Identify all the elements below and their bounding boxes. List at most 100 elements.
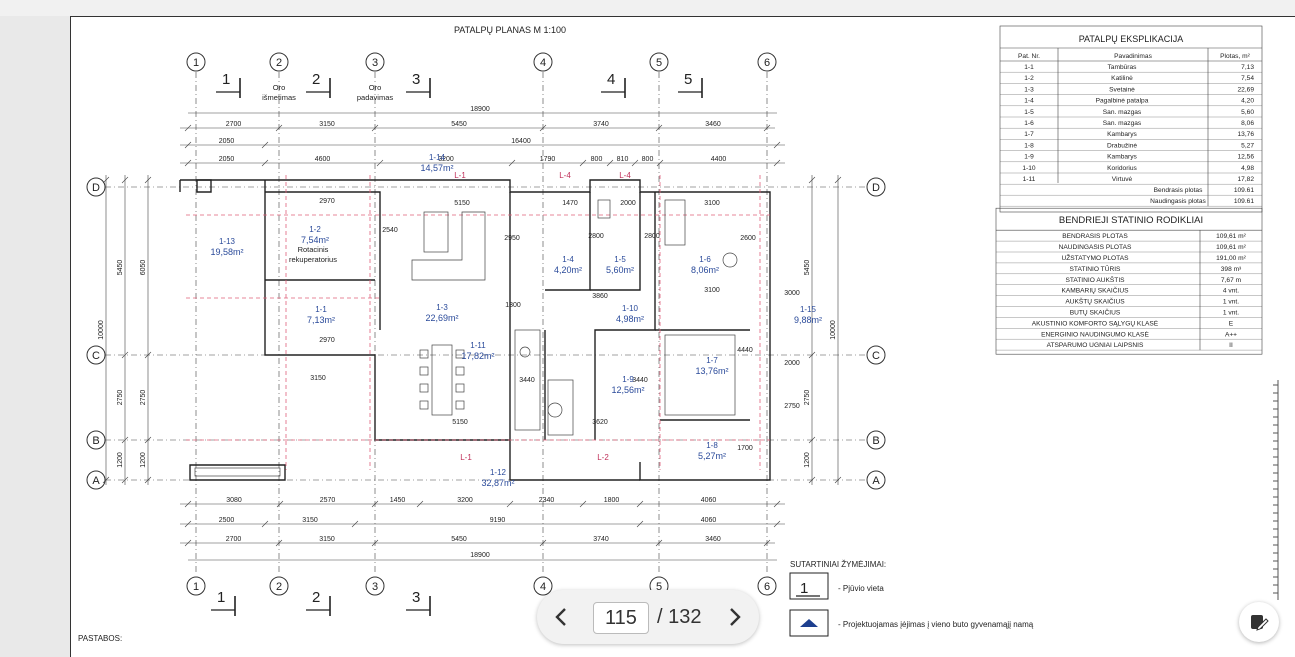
bottom-dim-row3-tick xyxy=(539,539,547,547)
axis-bubble-right xyxy=(866,470,886,490)
top-dim-row3-tick xyxy=(773,159,781,167)
indicator-value: 4 vnt. xyxy=(1223,288,1239,295)
left-dim-a-tick xyxy=(121,476,129,484)
top-dim-row3-value: 800 xyxy=(591,156,603,163)
explication-cell-area: 4,98 xyxy=(1241,165,1254,172)
axis-bubble-right xyxy=(866,345,886,365)
axis-bubble-bottom xyxy=(533,576,553,596)
bottom-dim-row2-value: 4060 xyxy=(701,517,717,524)
section-mark-label: 4 xyxy=(607,71,615,88)
chair xyxy=(455,400,465,410)
inner-dimension: 2540 xyxy=(382,227,398,234)
room-number-1-6: 1-6 xyxy=(699,255,711,264)
section-mark-label: 3 xyxy=(412,589,420,606)
inner-dimension: 2950 xyxy=(504,235,520,242)
left-dim-b-value: 2750 xyxy=(140,390,147,406)
room-number-1-9: 1-9 xyxy=(622,375,634,384)
oro-ismetimas-label: Oro xyxy=(273,83,286,92)
room-area-1-13: 19,58m² xyxy=(210,247,243,257)
explication-cell-area: 5,60 xyxy=(1241,109,1254,116)
drawing-sheet xyxy=(70,16,1295,657)
explication-cell-number: 1-1 xyxy=(1024,64,1034,71)
window-tag: L-4 xyxy=(559,171,571,180)
room-number-1-2: 1-2 xyxy=(309,225,321,234)
inner-dimension: 3100 xyxy=(704,287,720,294)
right-dim-a-tick xyxy=(808,476,816,484)
axis-label-right: D xyxy=(872,182,880,194)
next-page-button[interactable] xyxy=(715,598,753,636)
bottom-dim-row1-tick xyxy=(636,500,644,508)
left-dim-b-value: 6050 xyxy=(140,260,147,276)
explication-cell-name: Kambarys xyxy=(1107,154,1137,161)
notes-heading: PASTABOS: xyxy=(78,634,122,643)
explication-cell-area: 22,69 xyxy=(1237,86,1254,93)
axis-label-top: 1 xyxy=(193,57,199,69)
window-tag: L-2 xyxy=(597,453,609,462)
top-dim-row2-value: 2050 xyxy=(219,138,235,145)
indicator-value: II xyxy=(1229,342,1233,349)
legend-title: SUTARTINIAI ŽYMĖJIMAI: xyxy=(790,560,886,569)
top-dim-row1-value: 5450 xyxy=(451,121,467,128)
section-mark-label: 1 xyxy=(222,71,230,88)
top-dim-row3-value: 1790 xyxy=(540,156,556,163)
bottom-dim-row2-tick xyxy=(351,520,359,528)
top-dim-row3-value: 810 xyxy=(617,156,629,163)
wall xyxy=(265,191,381,330)
legend-item-label: - Projektuojamas įėjimas į vieno buto gy… xyxy=(838,620,1034,629)
inner-dimension: 1470 xyxy=(562,200,578,207)
right-dim-total-value: 10000 xyxy=(830,320,837,340)
axis-bubble-bottom xyxy=(757,576,777,596)
left-dim-total-tick xyxy=(102,176,110,184)
room-area-1-9: 12,56m² xyxy=(611,385,644,395)
bottom-dim-row1-tick xyxy=(371,500,379,508)
right-dim-a-value: 5450 xyxy=(804,260,811,276)
axis-label-top: 4 xyxy=(540,57,546,69)
left-dim-a-tick xyxy=(121,436,129,444)
axis-label-bottom: 4 xyxy=(540,581,546,593)
inner-dimension: 3440 xyxy=(519,377,535,384)
washbasin xyxy=(597,199,611,219)
inner-dimension: 1700 xyxy=(737,445,753,452)
section-mark-label: 3 xyxy=(412,71,420,88)
explication-cell-number: 1-7 xyxy=(1024,131,1034,138)
top-dim-row3-tick xyxy=(656,159,664,167)
indicator-label: BUTŲ SKAIČIUS xyxy=(1070,308,1121,317)
wall xyxy=(590,192,641,291)
page-number-input[interactable]: 115 xyxy=(593,602,649,634)
inner-dimension: 1300 xyxy=(505,302,521,309)
left-dim-b-tick xyxy=(144,351,152,359)
indicator-value: 7,67 m xyxy=(1221,277,1242,284)
chair xyxy=(419,366,429,376)
bottom-dim-row1-value: 1450 xyxy=(390,497,406,504)
top-dim-row3-tick xyxy=(508,159,516,167)
explication-cell-name: San. mazgas xyxy=(1103,120,1142,127)
top-dim-row3-tick xyxy=(579,159,587,167)
chair xyxy=(419,349,429,359)
left-dim-a-tick xyxy=(121,176,129,184)
bottom-dim-row2-tick xyxy=(636,520,644,528)
explication-cell-number: 1-9 xyxy=(1024,154,1034,161)
inner-dimension: 2800 xyxy=(644,233,660,240)
explication-cell-number: 1-5 xyxy=(1024,109,1034,116)
bottom-dim-row2-value: 2500 xyxy=(219,517,235,524)
top-dim-row1-tick xyxy=(763,124,771,132)
axis-label-bottom: 1 xyxy=(193,581,199,593)
top-dim-row3-value: 3200 xyxy=(438,156,454,163)
room-number-1-10: 1-10 xyxy=(622,304,639,313)
axis-bubble-bottom xyxy=(269,576,289,596)
bottom-dim-row1-value: 2570 xyxy=(320,497,336,504)
inner-dimension: 2970 xyxy=(319,198,335,205)
room-area-1-4: 4,20m² xyxy=(554,265,582,275)
right-dim-a-tick xyxy=(808,436,816,444)
inner-dimension: 2600 xyxy=(740,235,756,242)
top-dim-row1-tick xyxy=(655,124,663,132)
sofa xyxy=(411,211,486,281)
room-number-1-5: 1-5 xyxy=(614,255,626,264)
left-dim-a-tick xyxy=(121,351,129,359)
room-number-1-8: 1-8 xyxy=(706,441,718,450)
prev-page-button[interactable] xyxy=(543,598,581,636)
explication-cell-area: 8,06 xyxy=(1241,120,1254,127)
sink xyxy=(519,346,531,358)
dining-table xyxy=(431,344,453,416)
annotate-button[interactable] xyxy=(1239,602,1279,642)
